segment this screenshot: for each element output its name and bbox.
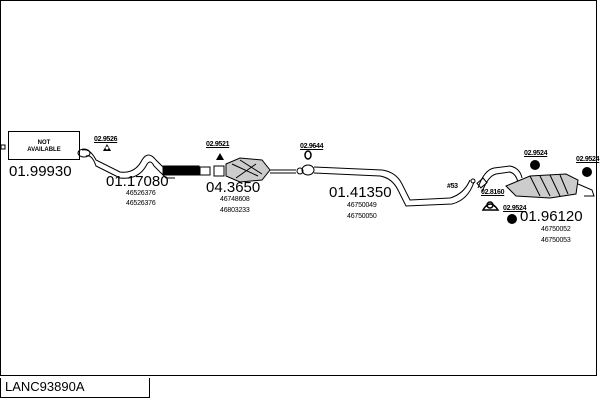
part-number-01-41350[interactable]: 01.41350 (329, 184, 392, 201)
catalytic-converter-04-3650[interactable] (199, 157, 304, 183)
accessory-label[interactable]: 02.9524 (576, 156, 600, 163)
accessory-label[interactable]: 02.9644 (300, 143, 324, 150)
oe-number: 46750049 (347, 202, 377, 209)
gasket-02-9644[interactable] (304, 150, 312, 160)
not-available-box: NOT AVAILABLE (8, 131, 80, 160)
not-available-line-1: NOT (37, 140, 51, 146)
end-marker (0, 144, 6, 150)
oe-number: 46750050 (347, 213, 377, 220)
accessory-label[interactable]: 02.9524 (524, 150, 548, 157)
front-pipe-01-17080[interactable] (77, 148, 200, 179)
oe-number: 46803233 (220, 207, 250, 214)
part-number-01-99930[interactable]: 01.99930 (9, 163, 72, 180)
accessory-label[interactable]: 02.8160 (481, 189, 505, 196)
accessory-label[interactable]: 02.9521 (206, 141, 230, 148)
accessory-label[interactable]: 02.9526 (94, 136, 118, 143)
part-number-01-96120[interactable]: 01.96120 (520, 208, 583, 225)
oe-number: 46526376 (126, 190, 156, 197)
clamp-02-9521[interactable] (216, 153, 224, 160)
middle-pipe-01-41350[interactable] (301, 164, 476, 207)
oe-number: 46750053 (541, 237, 571, 244)
diagram-code: LANC93890A (0, 378, 150, 398)
not-available-line-2: AVAILABLE (27, 147, 61, 153)
oe-number: 46748608 (220, 196, 250, 203)
rubber-mount-02-9524[interactable] (507, 160, 592, 224)
clamp-02-9526[interactable] (103, 144, 111, 151)
accessory-label[interactable]: #53 (447, 183, 458, 190)
part-number-04-3650[interactable]: 04.3650 (206, 179, 261, 196)
diagram-frame (0, 0, 597, 376)
oe-number: 46750052 (541, 226, 571, 233)
rear-silencer-01-96120[interactable] (476, 165, 595, 199)
accessory-label[interactable]: 02.9524 (503, 205, 527, 212)
part-number-01-17080[interactable]: 01.17080 (106, 173, 169, 190)
oe-number: 46526376 (126, 200, 156, 207)
bracket-02-8160[interactable] (481, 201, 500, 211)
